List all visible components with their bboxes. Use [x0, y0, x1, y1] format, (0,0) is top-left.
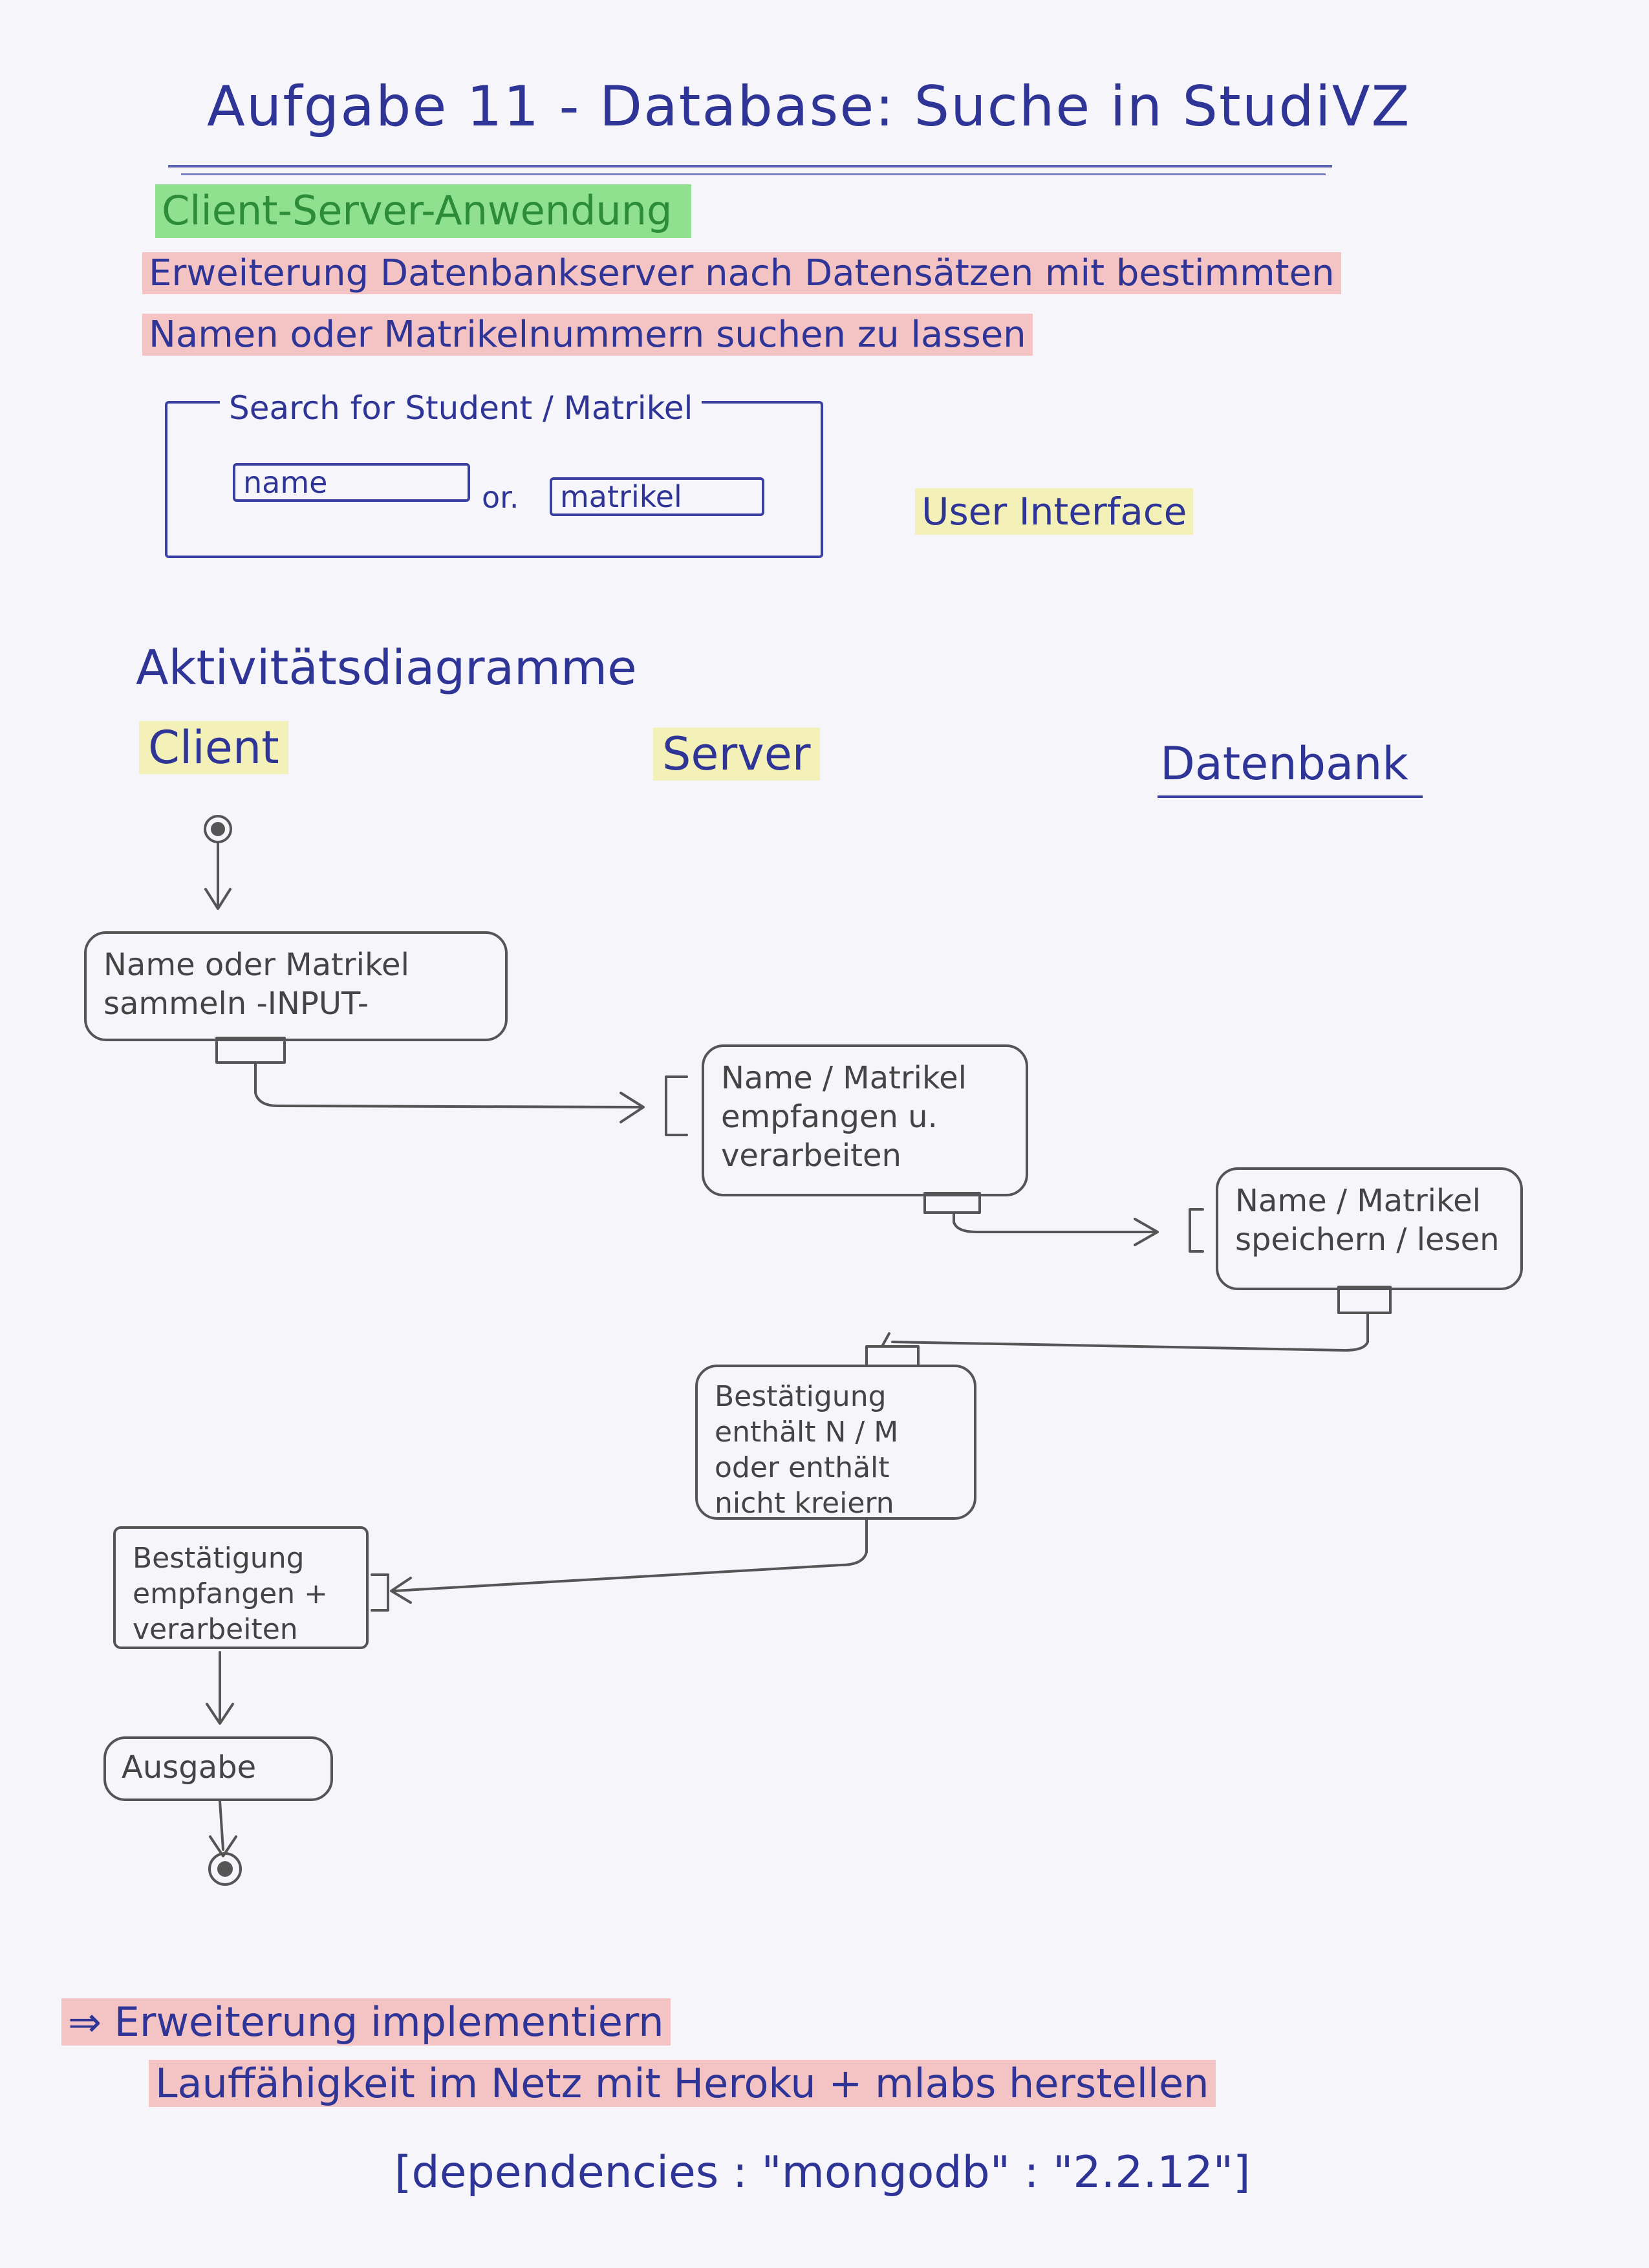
node-db-store-read: Name / Matrikel speichern / lesen — [1216, 1167, 1523, 1290]
node-collect-input: Name oder Matrikel sammeln -INPUT- — [84, 931, 508, 1041]
start-node — [204, 815, 232, 843]
dependencies-note: [dependencies : "mongodb" : "2.2.12"] — [394, 2147, 1251, 2198]
ui-sketch-legend: Search for Student / Matrikel — [220, 389, 702, 427]
lane-datenbank: Datenbank — [1160, 737, 1408, 790]
user-interface-label: User Interface — [915, 488, 1194, 535]
title-underline-second — [181, 173, 1326, 175]
matrikel-input[interactable]: matrikel — [550, 477, 764, 516]
footer-line-2: Lauffähigkeit im Netz mit Heroku + mlabs… — [149, 2060, 1216, 2107]
lane-client: Client — [139, 721, 288, 774]
section-heading: Client-Server-Anwendung — [155, 184, 692, 238]
lane-datenbank-underline — [1158, 795, 1423, 798]
end-node — [208, 1852, 242, 1886]
node-server-process: Name / Matrikel empfangen u. verarbeiten — [702, 1044, 1028, 1196]
activity-heading: Aktivitätsdiagramme — [136, 640, 637, 696]
node-client-confirmation: Bestätigung empfangen + verarbeiten — [113, 1526, 369, 1649]
node-create-confirmation: Bestätigung enthält N / M oder enthält n… — [695, 1365, 976, 1520]
lane-server: Server — [653, 728, 820, 781]
title-underline — [168, 165, 1332, 167]
description-line-2: Namen oder Matrikelnummern suchen zu las… — [142, 314, 1033, 356]
footer-line-1: ⇒ Erweiterung implementiern — [61, 1998, 671, 2046]
node-output: Ausgabe — [103, 1736, 333, 1801]
or-label: or. — [482, 480, 519, 515]
name-input[interactable]: name — [233, 463, 470, 502]
page-title: Aufgabe 11 - Database: Suche in StudiVZ — [207, 74, 1411, 139]
description-line-1: Erweiterung Datenbankserver nach Datensä… — [142, 252, 1341, 294]
